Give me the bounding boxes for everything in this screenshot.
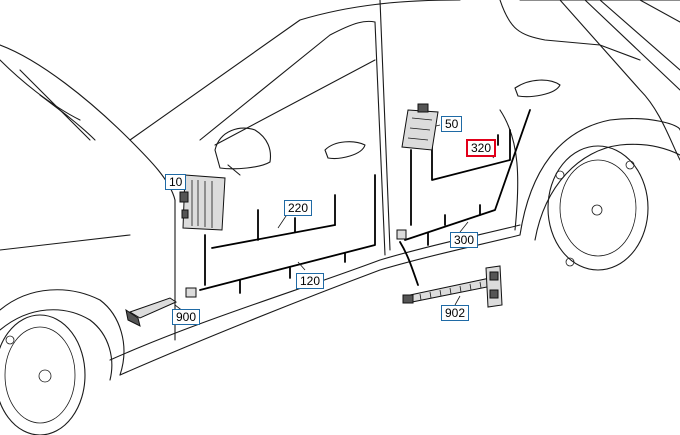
sill-cover-902 — [402, 265, 503, 308]
callout-902[interactable]: 902 — [441, 305, 470, 321]
callout-300[interactable]: 300 — [450, 232, 479, 248]
callout-900[interactable]: 900 — [172, 309, 201, 325]
control-unit-50 — [401, 103, 439, 151]
connector-parts — [185, 229, 407, 298]
trim-part-900 — [125, 297, 178, 327]
callout-50[interactable]: 50 — [441, 116, 463, 132]
callout-120[interactable]: 120 — [296, 273, 325, 289]
callout-320[interactable]: 320 — [466, 139, 497, 157]
callout-220[interactable]: 220 — [284, 200, 313, 216]
control-unit-10 — [179, 174, 226, 231]
callout-10[interactable]: 10 — [165, 174, 187, 190]
